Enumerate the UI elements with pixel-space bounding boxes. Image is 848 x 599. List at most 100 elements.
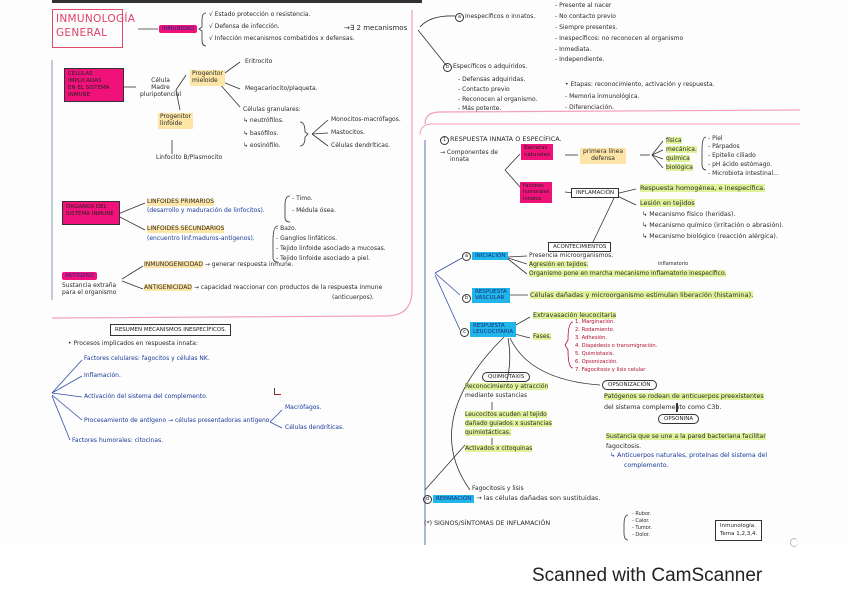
especificos-item: - Defensas adquiridas. — [458, 76, 526, 83]
secundario-item: - Bazo. — [276, 225, 297, 232]
granular-cell: ↳ eosinófilo. — [243, 142, 281, 149]
iniciacion-item: Presencia microorganismos. — [529, 252, 614, 259]
opsonina-note: complemento. — [624, 462, 669, 469]
apc-child: Células dendríticas. — [285, 424, 345, 431]
inespecificos-item: - Siempre presentes. — [555, 24, 618, 31]
signos-label: (*) SIGNOS/SÍNTOMAS DE INFLAMACIÓN — [424, 520, 551, 527]
antigenicidad-desc2: (anticuerpos). — [332, 294, 374, 301]
secundarios-desc: (encuentro linf.maduros-antígenos). — [147, 235, 255, 242]
opsonina-note: ↳ Anticuerpos naturales, proteínas del s… — [610, 452, 768, 459]
derived-cell: Células dendríticas. — [331, 142, 391, 149]
primarios-desc: (desarrollo y maduración de linfocitos). — [147, 207, 265, 214]
granular-cell: ↳ basófilos. — [243, 130, 279, 137]
resumen-item: Inflamación. — [84, 372, 121, 379]
lesion-item: ↳ Mecanismo químico (irritación o abrasi… — [642, 222, 784, 229]
quimiotaxis-line: Activados x citoquinas — [465, 445, 533, 452]
resumen-item: Activación del sistema del complemento. — [84, 393, 208, 400]
signo-item: - Calor. — [632, 518, 650, 524]
opsonina-label: OPSONINA — [658, 414, 700, 424]
inmunidad-point: √ Defensa de infección. — [209, 23, 280, 30]
fase-step: 2. Rodamiento. — [575, 327, 615, 333]
section-border-right — [419, 123, 800, 136]
acontecimientos-box: ACONTECIMIENTOS — [548, 242, 612, 252]
linfoides-secundarios: LINFOIDES SECUNDARIOS — [147, 225, 225, 233]
title-line-1: INMUNOLOGÍA — [56, 13, 136, 25]
quimiotaxis-line: Reconocimiento y atracción — [465, 383, 549, 390]
especificos-item: - Más potente. — [458, 105, 502, 112]
inflamacion-box: INFLAMACIÓN — [571, 188, 620, 198]
barrier-example: - Párpados — [708, 143, 740, 150]
mieloide-child: Megacariocito/plaqueta. — [245, 85, 318, 92]
inespecificos-item: - Inespecíficos: no reconocen al organis… — [555, 35, 684, 42]
quimiotaxis-line: quimiotácticas. — [465, 429, 511, 436]
vascular-text: Células dañadas y microorganismo estimul… — [530, 291, 754, 299]
especificos-item: - Contacto previo — [458, 86, 510, 93]
fases-label: Fases. — [533, 333, 552, 340]
barrier-example: - Epitelio ciliado — [708, 152, 756, 159]
mecanismos-arrow-text: →∃ 2 mecanismos — [344, 24, 408, 32]
primario-item: - Médula ósea. — [292, 207, 336, 214]
antigenicidad: ANTIGENICIDAD → capacidad reaccionar con… — [144, 284, 383, 291]
opsonizacion-line: del sistema complemento como C3b. — [604, 404, 722, 411]
barrier-type: física — [666, 137, 682, 144]
barrier-type: química — [666, 155, 690, 162]
title-line-2: GENERAL — [56, 27, 108, 39]
quimiotaxis-line: mediante sustancias — [465, 392, 528, 399]
especificos-extra: - Diferenciación. — [565, 104, 614, 111]
quimiotaxis-line: Leucocitos acuden al tejido — [465, 411, 547, 418]
signo-item: - Rubor. — [632, 511, 652, 517]
lesion-item: ↳ Mecanismo físico (heridas). — [642, 211, 736, 218]
scanned-page: INMUNOLOGÍA GENERAL INMUNIDAD √ Estado p… — [51, 0, 801, 547]
inflamacion-item: Respuesta homogénea, e inespecífica. — [640, 184, 766, 192]
inespecificos-item: - Presente al nacer — [555, 2, 612, 9]
antigeno-label: ANTÍGENO — [62, 272, 98, 280]
inespecificos-item: - No contacto previo — [555, 13, 616, 20]
inespecificos-item: - Inmediata. — [555, 46, 592, 53]
inflamacion-item: Lesión en tejidos — [640, 199, 695, 207]
page-title: INMUNOLOGÍA GENERAL — [52, 9, 136, 48]
resumen-title: RESUMEN MECANISMOS INESPECÍFICOS. — [110, 324, 232, 336]
especificos-extra: - Memoria inmunológica. — [565, 93, 640, 100]
linfoides-primarios: LINFOIDES PRIMARIOS — [147, 198, 214, 206]
apc-child: Macrófagos. — [285, 404, 322, 411]
lesion-item: ↳ Mecanismo biológico (reacción alérgica… — [642, 233, 778, 240]
opsonina-line: Sustancia que se une a la pared bacteria… — [606, 433, 766, 440]
secundario-item: - Tejido linfoide asociado a mucosas. — [276, 245, 386, 252]
granular-cell: ↳ neutrófilos. — [243, 117, 284, 124]
section-border-left — [51, 10, 413, 319]
fagocitosis: Fagocitosis y lisis — [472, 485, 524, 492]
opsonina-line: fagocitosis. — [606, 443, 642, 450]
derived-cell: Monocitos-macrófagos. — [331, 116, 401, 123]
fase-step: 1. Marginación. — [575, 319, 615, 325]
inmunidad-label: INMUNIDAD — [159, 25, 198, 33]
signo-item: - Dolor. — [632, 532, 650, 538]
secundario-item: - Ganglios linfáticos. — [276, 235, 337, 242]
especificos-extra: • Etapas: reconocimiento, activación y r… — [565, 81, 715, 88]
quimiotaxis-label: QUIMIOTAXIS — [482, 372, 531, 382]
inmunogenicidad: INMUNOGENICIDAD → generar respuesta inmu… — [144, 261, 294, 268]
barrier-type: mecánica. — [666, 146, 697, 153]
barrier-type: biológica — [666, 164, 693, 171]
iniciacion-note: inflamatorio — [658, 261, 689, 267]
fase-step: 4. Diapédesis o transmigración. — [575, 343, 658, 349]
fase-step: 6. Opsonización. — [575, 359, 618, 365]
stray-mark — [790, 538, 798, 547]
fase-step: 5. Quimiotaxis. — [575, 351, 615, 357]
mieloide-child: Células granulares: — [243, 106, 301, 113]
stray-mark — [274, 388, 281, 395]
page-edge-shadow — [52, 0, 422, 3]
barrier-example: - Microbiota intestinal... — [708, 170, 779, 177]
